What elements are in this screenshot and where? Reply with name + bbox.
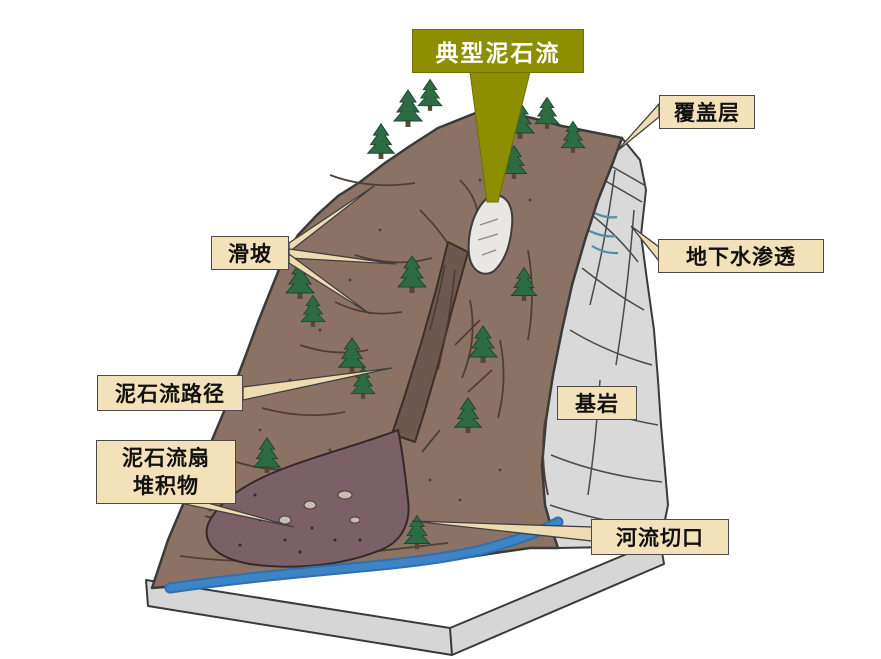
river: [164, 516, 564, 594]
label-river-cut: 河流切口: [591, 519, 729, 555]
debris-flow-scar: [467, 194, 514, 275]
label-debris-flow-path: 泥石流路径: [97, 375, 243, 411]
label-landslide: 滑坡: [211, 236, 289, 270]
tree-icon: [534, 96, 560, 130]
leader-cover-layer: [615, 102, 660, 153]
base-platform: [145, 539, 665, 656]
label-debris-fan-line2: 堆积物: [133, 474, 199, 498]
label-debris-fan-line1: 泥石流扇: [122, 445, 210, 470]
label-bedrock: 基岩: [557, 386, 637, 420]
fan-stones: [278, 490, 361, 525]
debris-flow-channel: [391, 241, 469, 443]
tree-icon: [393, 89, 423, 128]
debris-fan: [205, 428, 410, 568]
leader-debris-flow-path: [242, 367, 393, 401]
tree-icon: [417, 78, 443, 112]
leader-lines: [179, 71, 660, 542]
label-groundwater-infiltration: 地下水渗透: [658, 239, 824, 273]
leader-landslide-3: [288, 252, 371, 315]
scar-hatching: [477, 218, 499, 256]
label-cover-layer: 覆盖层: [659, 95, 755, 129]
tree-icon: [367, 123, 395, 160]
label-debris-fan-deposit: 泥石流扇 堆积物: [96, 440, 236, 504]
channel-lines: [429, 264, 456, 371]
label-typical-debris-flow: 典型泥石流: [412, 29, 584, 73]
leader-landslide-1: [288, 185, 375, 254]
